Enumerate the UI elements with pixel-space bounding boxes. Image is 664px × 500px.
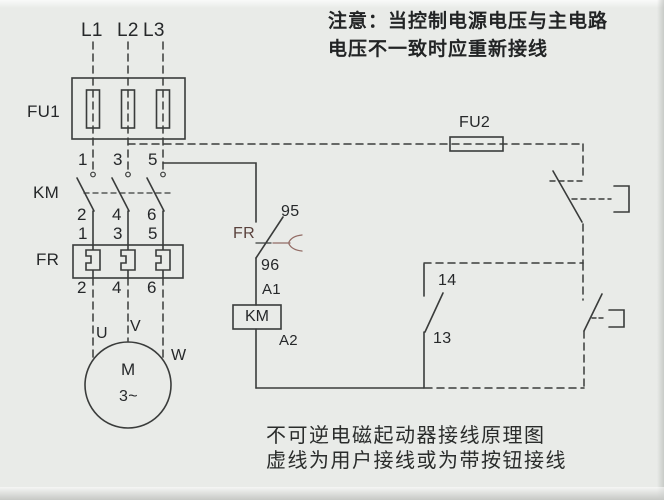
km-main-contacts bbox=[76, 171, 171, 246]
terminal-fr-bottom-4: 4 bbox=[112, 278, 122, 297]
terminal-km-top-5: 5 bbox=[148, 150, 158, 169]
fu2-fuse-symbol bbox=[449, 136, 504, 152]
km-aux-contact bbox=[423, 263, 444, 389]
fu1-label: FU1 bbox=[27, 102, 61, 121]
terminal-96: 96 bbox=[261, 257, 280, 274]
terminal-km-bottom-6: 6 bbox=[147, 205, 157, 224]
motor-m-label: M bbox=[121, 360, 136, 379]
terminal-13: 13 bbox=[433, 330, 452, 347]
motor-symbol bbox=[84, 341, 172, 429]
note-line-2: 电压不一致时应重新接线 bbox=[328, 39, 549, 60]
terminal-fr-bottom-6: 6 bbox=[147, 278, 157, 297]
motor-terminal-u: U bbox=[96, 325, 108, 342]
note-line-1: 注意：当控制电源电压与主电路 bbox=[328, 11, 609, 32]
motor-phase-label: 3~ bbox=[119, 388, 138, 405]
fr-heater-label: FR bbox=[36, 250, 60, 269]
terminal-14: 14 bbox=[438, 272, 457, 289]
terminal-bracket-start bbox=[608, 309, 625, 328]
terminal-fr-top-5: 5 bbox=[148, 224, 158, 243]
terminal-bracket-stop bbox=[613, 185, 630, 213]
km-coil-label: KM bbox=[245, 308, 269, 325]
terminal-km-top-3: 3 bbox=[113, 150, 123, 169]
image-edge-top bbox=[0, 0, 664, 8]
control-tap-wire bbox=[162, 162, 257, 223]
thermal-relay-heaters bbox=[72, 244, 184, 279]
phase-label-l1: L1 bbox=[81, 20, 103, 41]
terminal-fr-top-3: 3 bbox=[113, 224, 123, 243]
control-loop-dashed bbox=[127, 143, 585, 389]
fu2-label: FU2 bbox=[459, 114, 491, 131]
terminal-km-bottom-2: 2 bbox=[77, 205, 87, 224]
terminal-km-top-1: 1 bbox=[78, 150, 88, 169]
phase-label-l2: L2 bbox=[117, 20, 139, 41]
fu1-fuse-symbol bbox=[71, 77, 186, 140]
motor-terminal-v: V bbox=[130, 318, 141, 335]
terminal-a2: A2 bbox=[279, 332, 298, 349]
caption-line-2: 虚线为用户接线或为带按钮接线 bbox=[266, 450, 567, 472]
caption-line-1: 不可逆电磁起动器接线原理图 bbox=[266, 425, 546, 447]
motor-terminal-w: W bbox=[171, 347, 187, 364]
terminal-fr-bottom-2: 2 bbox=[77, 278, 87, 297]
fr-nc-contact bbox=[255, 216, 303, 306]
image-edge-right bbox=[657, 0, 664, 500]
image-edge-bottom bbox=[0, 487, 664, 500]
terminal-a1: A1 bbox=[262, 281, 281, 298]
terminal-fr-top-1: 1 bbox=[78, 224, 88, 243]
start-button-contact bbox=[583, 293, 625, 332]
stop-button-contact bbox=[549, 170, 630, 223]
km-coil-symbol bbox=[232, 304, 425, 389]
phase-label-l3: L3 bbox=[143, 20, 165, 41]
km-contacts-label: KM bbox=[33, 183, 60, 202]
fr-trip-linkage-icon bbox=[272, 234, 303, 252]
terminal-95: 95 bbox=[281, 203, 300, 220]
terminal-km-bottom-4: 4 bbox=[112, 205, 122, 224]
fr-contact-label: FR bbox=[233, 225, 255, 242]
motor-leads-dashed bbox=[92, 277, 164, 360]
phase-lines-dashed bbox=[92, 41, 164, 171]
